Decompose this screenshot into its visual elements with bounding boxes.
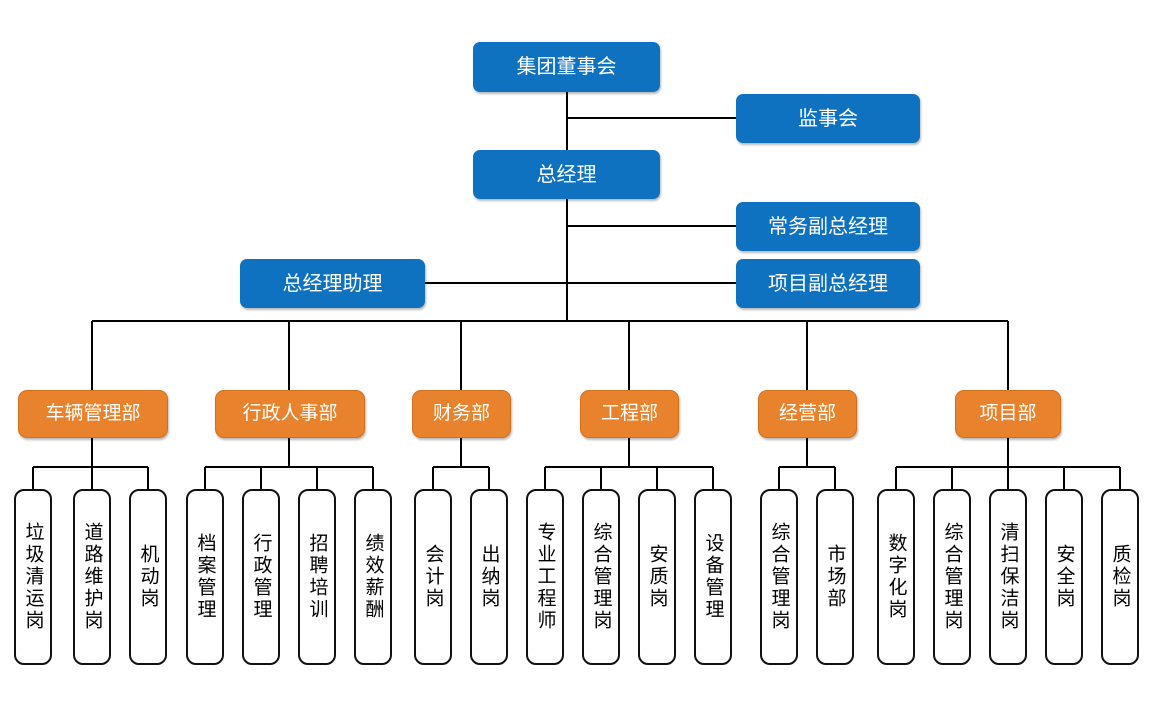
node-position-cashier[interactable]: 出纳岗: [470, 489, 508, 665]
node-position-performance-compensation[interactable]: 绩效薪酬: [354, 489, 392, 665]
position-label: 综合管理岗: [768, 522, 790, 632]
node-position-project-general-management[interactable]: 综合管理岗: [933, 489, 971, 665]
position-label: 垃圾清运岗: [22, 522, 44, 632]
node-general-manager-assistant[interactable]: 总经理助理: [240, 259, 425, 308]
position-label: 综合管理岗: [590, 522, 612, 632]
node-supervisory-board[interactable]: 监事会: [736, 94, 920, 143]
position-label: 招聘培训: [306, 533, 328, 621]
node-department-project[interactable]: 项目部: [955, 390, 1061, 438]
node-department-administration-hr[interactable]: 行政人事部: [215, 390, 365, 438]
node-position-administrative-management[interactable]: 行政管理: [242, 489, 280, 665]
position-label: 绩效薪酬: [362, 533, 384, 621]
position-label: 道路维护岗: [81, 522, 103, 632]
node-position-operations-general-management[interactable]: 综合管理岗: [760, 489, 798, 665]
position-label: 出纳岗: [478, 544, 500, 610]
node-position-professional-engineer[interactable]: 专业工程师: [526, 489, 564, 665]
node-department-vehicle-management[interactable]: 车辆管理部: [18, 390, 168, 438]
position-label: 综合管理岗: [941, 522, 963, 632]
node-position-recruitment-training[interactable]: 招聘培训: [298, 489, 336, 665]
node-position-cleaning-sanitation[interactable]: 清扫保洁岗: [989, 489, 1027, 665]
node-position-garbage-transport[interactable]: 垃圾清运岗: [14, 489, 52, 665]
node-position-accounting[interactable]: 会计岗: [414, 489, 452, 665]
position-label: 质检岗: [1109, 544, 1131, 610]
node-position-engineering-general-management[interactable]: 综合管理岗: [582, 489, 620, 665]
position-label: 机动岗: [137, 544, 159, 610]
position-label: 会计岗: [422, 544, 444, 610]
position-label: 安质岗: [646, 544, 668, 610]
node-department-engineering[interactable]: 工程部: [580, 390, 679, 438]
position-label: 行政管理: [250, 533, 272, 621]
position-label: 安全岗: [1053, 544, 1075, 610]
node-position-quality-inspection[interactable]: 质检岗: [1101, 489, 1139, 665]
node-department-operations[interactable]: 经营部: [758, 390, 857, 438]
position-label: 数字化岗: [885, 533, 907, 621]
node-position-safety-quality[interactable]: 安质岗: [638, 489, 676, 665]
node-general-manager[interactable]: 总经理: [473, 150, 660, 199]
node-position-archive-management[interactable]: 档案管理: [186, 489, 224, 665]
node-position-mobile-duty[interactable]: 机动岗: [129, 489, 167, 665]
node-position-safety[interactable]: 安全岗: [1045, 489, 1083, 665]
node-board-of-directors[interactable]: 集团董事会: [473, 42, 660, 92]
position-label: 设备管理: [702, 533, 724, 621]
node-position-marketing[interactable]: 市场部: [816, 489, 854, 665]
node-project-deputy-general-manager[interactable]: 项目副总经理: [736, 259, 920, 308]
node-position-road-maintenance[interactable]: 道路维护岗: [73, 489, 111, 665]
position-label: 市场部: [824, 544, 846, 610]
node-executive-deputy-general-manager[interactable]: 常务副总经理: [736, 202, 920, 251]
position-label: 档案管理: [194, 533, 216, 621]
node-department-finance[interactable]: 财务部: [412, 390, 511, 438]
position-label: 专业工程师: [534, 522, 556, 632]
node-position-equipment-management[interactable]: 设备管理: [694, 489, 732, 665]
position-label: 清扫保洁岗: [997, 522, 1019, 632]
node-position-digitalization[interactable]: 数字化岗: [877, 489, 915, 665]
